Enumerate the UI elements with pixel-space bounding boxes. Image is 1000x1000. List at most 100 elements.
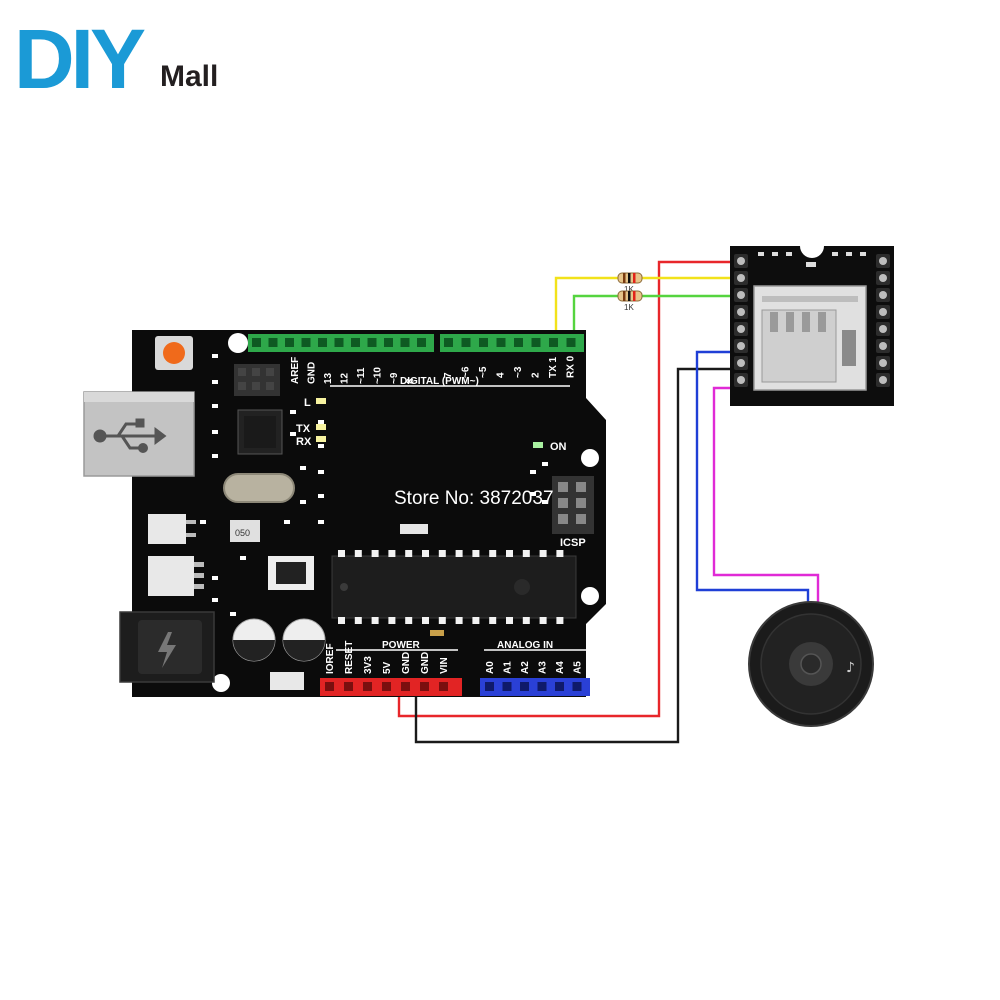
chip-leg	[455, 550, 463, 557]
digital-pin-label: ~3	[513, 366, 524, 378]
arduino-board: 050	[83, 330, 606, 697]
icsp-label: ICSP	[560, 537, 586, 549]
pin-hole	[520, 682, 529, 691]
analog-pin-label: A5	[573, 661, 584, 674]
chip-leg	[522, 550, 530, 557]
chip-leg	[556, 617, 564, 624]
digital-header-label: DIGITAL (PWM~)	[400, 376, 479, 387]
pin-hole	[485, 682, 494, 691]
led-label-tx: TX	[296, 423, 311, 435]
mount-hole	[581, 449, 599, 467]
chip-leg	[472, 550, 480, 557]
chip-leg	[472, 617, 480, 624]
chip-marking: 050	[235, 528, 250, 538]
capacitor	[232, 618, 276, 662]
power-pin-label: VIN	[439, 657, 450, 674]
digital-pin-label: ~6	[461, 366, 472, 378]
chip-leg	[422, 617, 429, 624]
resistor-1: 1K	[617, 272, 643, 294]
crystal	[223, 473, 295, 503]
module-pin-hole	[737, 325, 745, 333]
chip-leg	[438, 617, 446, 624]
power-pin-label: GND	[420, 652, 431, 674]
digital-pin-label: ~9	[389, 372, 400, 384]
store-watermark: Store No: 3872037	[394, 488, 554, 509]
led-label-rx: RX	[296, 436, 312, 448]
sd-card-slot	[753, 285, 867, 391]
on-led-label: ON	[550, 441, 567, 453]
pin-hole	[367, 338, 377, 347]
module-pin-hole	[879, 376, 887, 384]
power-label: POWER	[382, 640, 421, 651]
power-pin-label: 5V	[382, 661, 393, 674]
chip-leg	[371, 617, 379, 624]
smd-resistor	[400, 524, 428, 534]
pin-hole	[502, 682, 512, 691]
chip-leg	[405, 617, 413, 624]
power-header	[320, 678, 462, 696]
mount-hole	[228, 333, 248, 353]
power-jack	[119, 611, 215, 683]
module-pin-hole	[737, 291, 745, 299]
pin-hole	[363, 682, 372, 691]
icsp-header: ICSP	[552, 476, 594, 549]
pin-hole	[344, 682, 353, 691]
pin-hole	[555, 682, 564, 691]
chip-leg	[338, 550, 345, 557]
status-leds	[316, 398, 543, 448]
digital-header	[248, 334, 584, 352]
digital-pin-label: GND	[307, 362, 318, 384]
chip-leg	[489, 617, 497, 624]
usb-icon	[93, 418, 167, 453]
icsp-usb-header	[234, 364, 280, 396]
capacitor	[282, 618, 326, 662]
pin-hole	[301, 338, 311, 347]
diode	[270, 672, 304, 690]
chip-leg	[405, 550, 413, 557]
pin-hole	[439, 682, 448, 691]
chip-leg	[354, 550, 362, 557]
module-pin-hole	[737, 274, 745, 282]
digital-pin-label: 13	[323, 372, 334, 384]
module-pin-hole	[879, 274, 887, 282]
chip-leg	[489, 550, 497, 557]
pin-hole	[572, 682, 582, 691]
module-pin-hole	[879, 291, 887, 299]
chip-leg	[438, 550, 446, 557]
resistor-1-label: 1K	[624, 285, 634, 294]
module-pin-hole	[737, 342, 745, 350]
digital-pin-label: TX 1	[548, 356, 559, 378]
module-pin-hole	[879, 325, 887, 333]
pin-hole	[334, 338, 344, 347]
module-pin-hole	[737, 257, 745, 265]
chip-leg	[371, 550, 379, 557]
power-pin-label: 3V3	[363, 656, 374, 674]
chip-leg	[539, 617, 547, 624]
pin-hole	[400, 338, 410, 347]
chip-leg	[388, 617, 396, 624]
pin-hole	[537, 682, 547, 691]
chip-leg	[506, 617, 513, 624]
pin-hole	[461, 338, 471, 347]
pin-hole	[318, 338, 327, 347]
usb-connector	[83, 391, 195, 477]
music-note-icon: ♪	[846, 660, 855, 676]
module-pin-hole	[879, 308, 887, 316]
wire-green-rx	[572, 294, 620, 330]
digital-pin-label: ~11	[356, 367, 367, 384]
reset-button-cap	[163, 342, 185, 364]
chip-leg	[338, 617, 345, 624]
resistor-2-label: 1K	[624, 303, 634, 312]
digital-pin-label: AREF	[290, 357, 301, 384]
pin-hole	[531, 338, 541, 347]
resistor-2: 1K	[617, 290, 643, 312]
mount-hole	[212, 674, 230, 692]
analog-pin-label: A4	[555, 661, 566, 674]
pin-hole	[566, 338, 576, 347]
power-pin-label: IOREF	[325, 643, 336, 674]
pin-hole	[325, 682, 334, 691]
voltage-regulator	[148, 514, 196, 544]
analog-pin-label: A2	[520, 661, 531, 674]
